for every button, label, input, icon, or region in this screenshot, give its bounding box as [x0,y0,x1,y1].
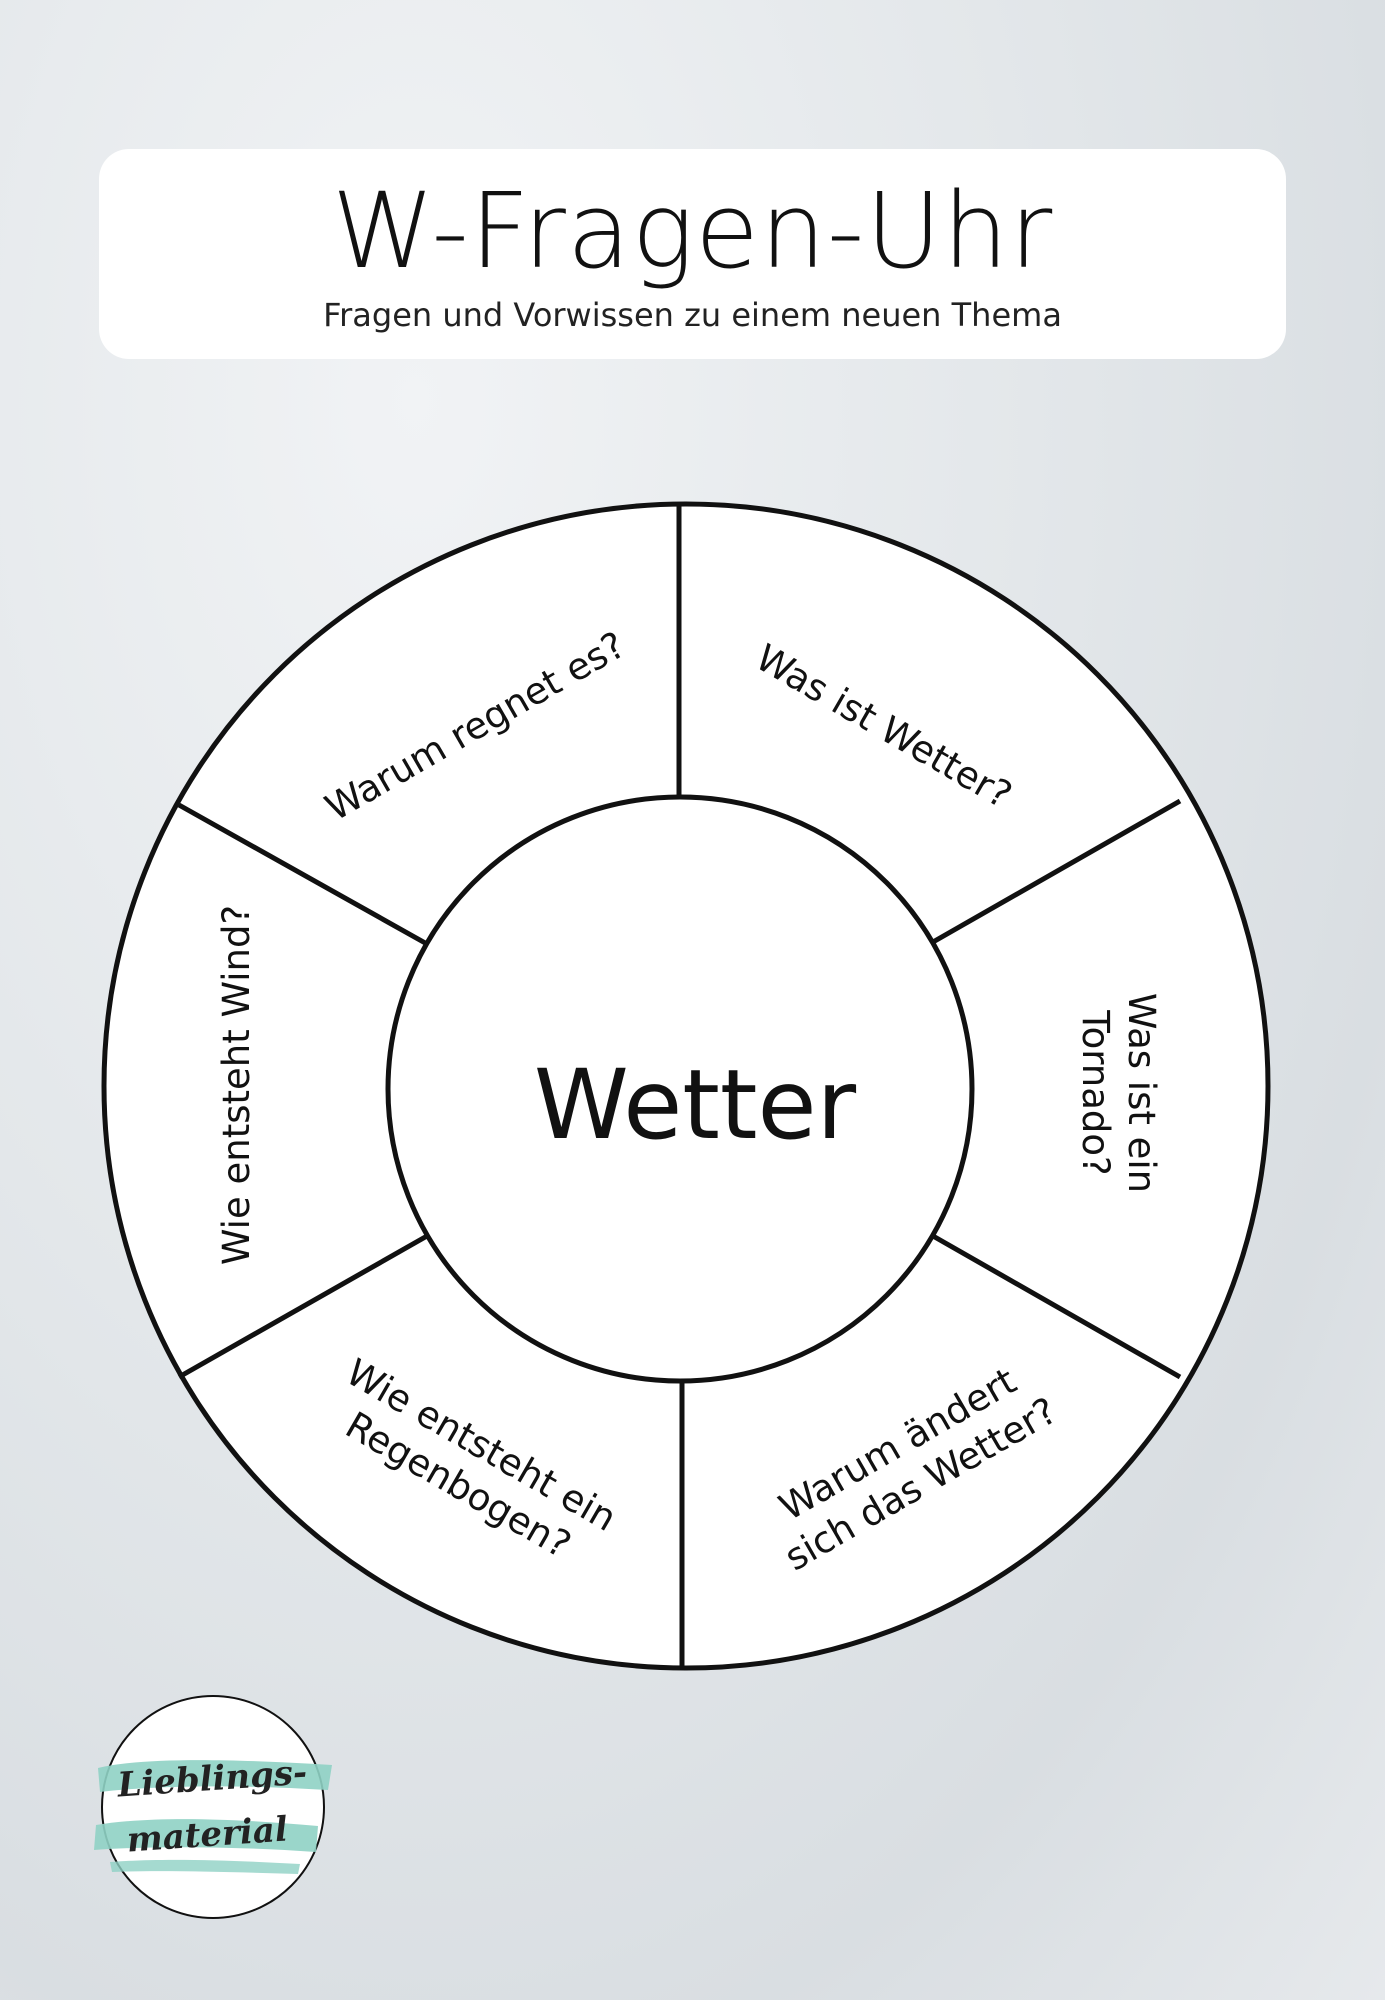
segment-label-line: Wie entsteht Wind? [215,905,258,1265]
logo-brush-stroke-bottom [94,1819,318,1852]
segment-was-ist-ein-tornado: Was ist ein Tornado? [1074,993,1163,1193]
divider-line-lower-left [177,1233,429,1380]
segment-wie-entsteht-wind: Wie entsteht Wind? [215,905,258,1265]
lieblingsmaterial-logo: Lieblings- material [94,1695,332,1919]
wheel-structure [101,501,1271,1671]
logo-brush-stroke-top [98,1760,332,1792]
logo-circle [101,1695,325,1919]
center-topic: Wetter [534,1049,857,1161]
logo-brush-stroke-accent [110,1859,300,1874]
wheel-center-circle [385,794,975,1384]
page-title: W-Fragen-Uhr [331,170,1054,292]
divider-line-upper-left [177,802,429,947]
page-subtitle: Fragen und Vorwissen zu einem neuen Them… [323,296,1062,334]
segment-label-line: Was ist ein [1120,993,1163,1193]
segment-label-line: Tornado? [1074,1009,1117,1175]
divider-line-lower-right [931,1233,1182,1380]
header-card: W-Fragen-Uhr Fragen und Vorwissen zu ein… [99,149,1286,359]
divider-line-upper-right [931,798,1182,945]
